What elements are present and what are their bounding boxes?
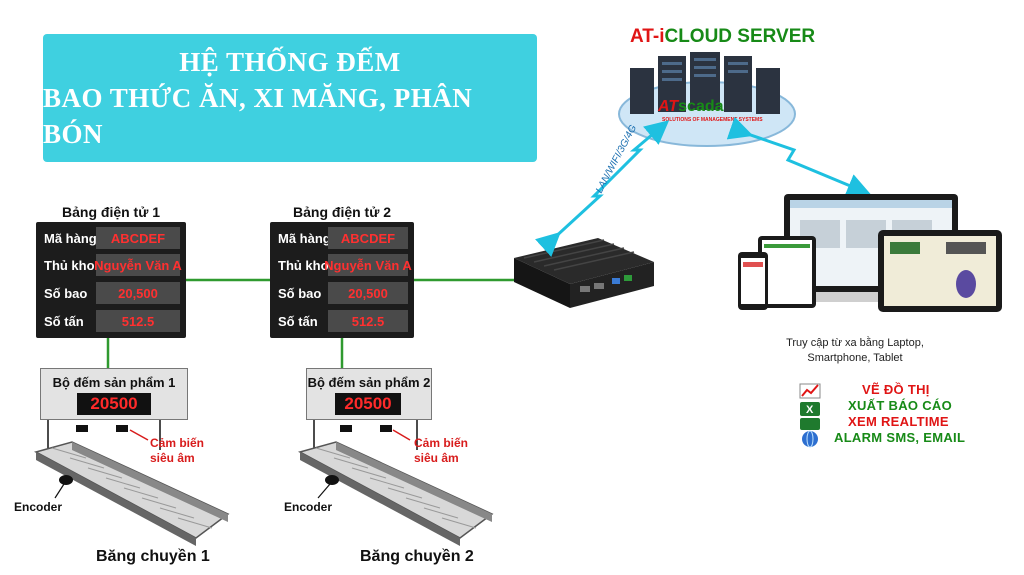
counter-2-title: Bộ đếm sản phẩm 2 — [307, 375, 431, 390]
sensor-label-1-line1: Cảm biến — [150, 436, 205, 450]
server-title-rest: CLOUD SERVER — [664, 26, 816, 47]
panel-2-title: Bảng điện tử 2 — [293, 204, 392, 220]
sensor-label-1-line2: siêu âm — [150, 451, 195, 465]
panel-1-label-3: Số bao — [44, 286, 88, 301]
counter-1-title: Bộ đếm sản phẩm 1 — [52, 375, 176, 390]
title-banner: HỆ THỐNG ĐẾM BAO THỨC ĂN, XI MĂNG, PHÂN … — [43, 34, 537, 162]
encoder-1 — [59, 475, 73, 485]
conveyor-1-label: Băng chuyền 1 — [96, 548, 210, 565]
counter-2-display: 20500 — [335, 393, 401, 415]
panel-2-label-1: Mã hàng — [278, 231, 331, 246]
panel-1-label-2: Thủ kho — [44, 258, 95, 273]
panel-1-value-1: ABCDEF — [96, 227, 180, 249]
logo-scada: scada — [678, 98, 724, 115]
banner-line-1: HỆ THỐNG ĐẾM — [179, 47, 401, 77]
sensor-label-1: Cảm biến siêu âm — [150, 436, 204, 466]
logo-at: AT — [658, 98, 679, 115]
svg-text:X: X — [806, 404, 814, 416]
ultrasonic-sensor-1b — [116, 425, 128, 432]
sensor-label-2-line1: Cảm biến — [414, 436, 469, 450]
panel-1-value-2: Nguyễn Văn A — [94, 254, 182, 276]
feature-icon-stack: X — [799, 383, 821, 448]
panel-2-label-4: Số tấn — [278, 314, 318, 329]
devices-caption: Truy cập từ xa bằng Laptop, Smartphone, … — [770, 336, 940, 366]
atscada-tagline: SOLUTIONS OF MANAGEMENT SYSTEMS — [662, 117, 763, 123]
sensor-label-2-line2: siêu âm — [414, 451, 459, 465]
ultrasonic-sensor-1a — [76, 425, 88, 432]
feature-alarm: ALARM SMS, EMAIL — [834, 430, 966, 445]
encoder-label-2: Encoder — [284, 500, 333, 514]
conveyor-2 — [298, 441, 494, 546]
feature-report: XUẤT BÁO CÁO — [848, 398, 952, 413]
devices-caption-line2: Smartphone, Tablet — [807, 352, 903, 364]
panel-1-title: Bảng điện tử 1 — [62, 204, 161, 220]
server-title-i: i — [659, 26, 665, 47]
feature-icons: X — [798, 382, 824, 453]
panel-1-value-4: 512.5 — [96, 310, 180, 332]
product-counter-2: Bộ đếm sản phẩm 2 20500 — [306, 368, 432, 420]
conveyor-2-label: Băng chuyền 2 — [360, 548, 474, 565]
feature-chart: VẼ ĐỒ THỊ — [862, 382, 930, 397]
panel-1-label-1: Mã hàng — [44, 231, 97, 246]
panel-2-label-3: Số bao — [278, 286, 322, 301]
encoder-label-1: Encoder — [14, 500, 63, 514]
conveyor-1 — [34, 441, 230, 546]
devices-icon — [738, 194, 1002, 312]
server-title-prefix: AT- — [630, 26, 660, 47]
panel-2-value-4: 512.5 — [328, 310, 408, 332]
product-counter-1: Bộ đếm sản phẩm 1 20500 — [40, 368, 188, 420]
server-title: AT-iCLOUD SERVER — [630, 26, 815, 48]
panel-1-value-3: 20,500 — [96, 282, 180, 304]
counter-1-display: 20500 — [77, 393, 151, 415]
atscada-logo: ATscada — [658, 98, 724, 116]
panel-2-label-2: Thủ kho — [278, 258, 329, 273]
devices-caption-line1: Truy cập từ xa bằng Laptop, — [786, 337, 924, 349]
feature-realtime: XEM REALTIME — [848, 414, 949, 429]
panel-2-value-3: 20,500 — [328, 282, 408, 304]
encoder-2 — [325, 475, 339, 485]
ultrasonic-sensor-2a — [340, 425, 352, 432]
panel-1-label-4: Số tấn — [44, 314, 84, 329]
sensor-label-2: Cảm biến siêu âm — [414, 436, 468, 466]
panel-2-value-2: Nguyễn Văn A — [324, 254, 412, 276]
banner-line-2: BAO THỨC ĂN, XI MĂNG, PHÂN BÓN — [43, 83, 473, 149]
panel-2-value-1: ABCDEF — [328, 227, 408, 249]
ultrasonic-sensor-2b — [380, 425, 392, 432]
display-panel-2: Mã hàng ABCDEF Thủ kho Nguyễn Văn A Số b… — [270, 222, 414, 338]
display-panel-1: Mã hàng ABCDEF Thủ kho Nguyễn Văn A Số b… — [36, 222, 186, 338]
